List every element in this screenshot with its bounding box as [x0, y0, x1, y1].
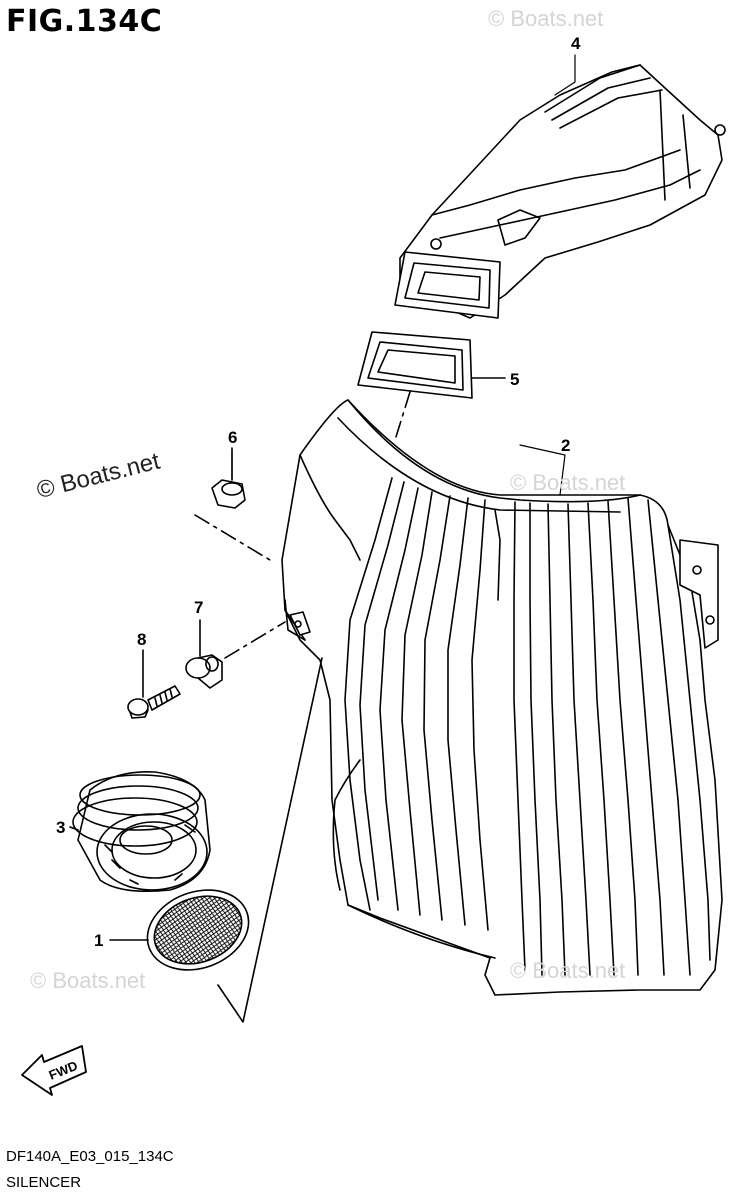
callout-1: 1	[94, 931, 104, 950]
part-4-intake-duct	[394, 64, 726, 319]
callout-7: 7	[194, 598, 204, 617]
drawing-code: DF140A_E03_015_134C	[6, 1148, 174, 1165]
pointer-lines	[217, 54, 576, 1023]
watermark-faint-mid: © Boats.net	[510, 470, 626, 495]
part-6-clip	[211, 447, 246, 509]
part-1-screen-mesh	[109, 889, 250, 971]
part-8-bolt	[127, 649, 181, 719]
callout-5: 5	[510, 370, 520, 389]
callout-6: 6	[228, 428, 238, 447]
callout-8: 8	[137, 630, 147, 649]
watermark-faint-top: © Boats.net	[488, 6, 604, 31]
part-3-intake-ring	[69, 771, 211, 893]
watermark-faint-left: © Boats.net	[30, 968, 146, 993]
part-2-silencer-housing	[281, 399, 723, 996]
part-5-gasket	[357, 331, 506, 399]
figure-name: SILENCER	[6, 1174, 82, 1191]
callout-4: 4	[571, 34, 581, 53]
part-7-grommet	[185, 619, 223, 689]
fwd-arrow-icon	[21, 1045, 87, 1096]
callout-2: 2	[561, 436, 571, 455]
watermark-faint-right: © Boats.net	[510, 958, 626, 983]
figure-title: FIG.134C	[6, 4, 163, 39]
callout-3: 3	[56, 818, 66, 837]
